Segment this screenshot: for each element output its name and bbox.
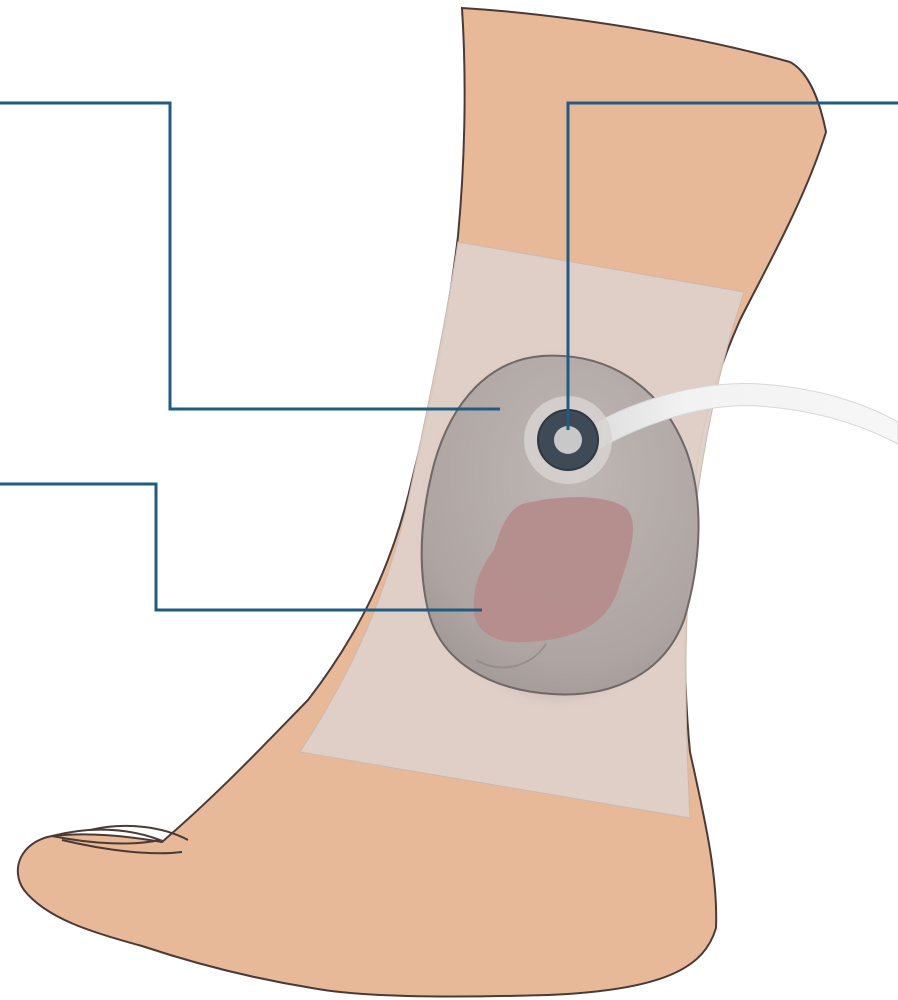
- callout-line-dressing: [0, 103, 500, 409]
- suction-port-inner: [554, 426, 582, 454]
